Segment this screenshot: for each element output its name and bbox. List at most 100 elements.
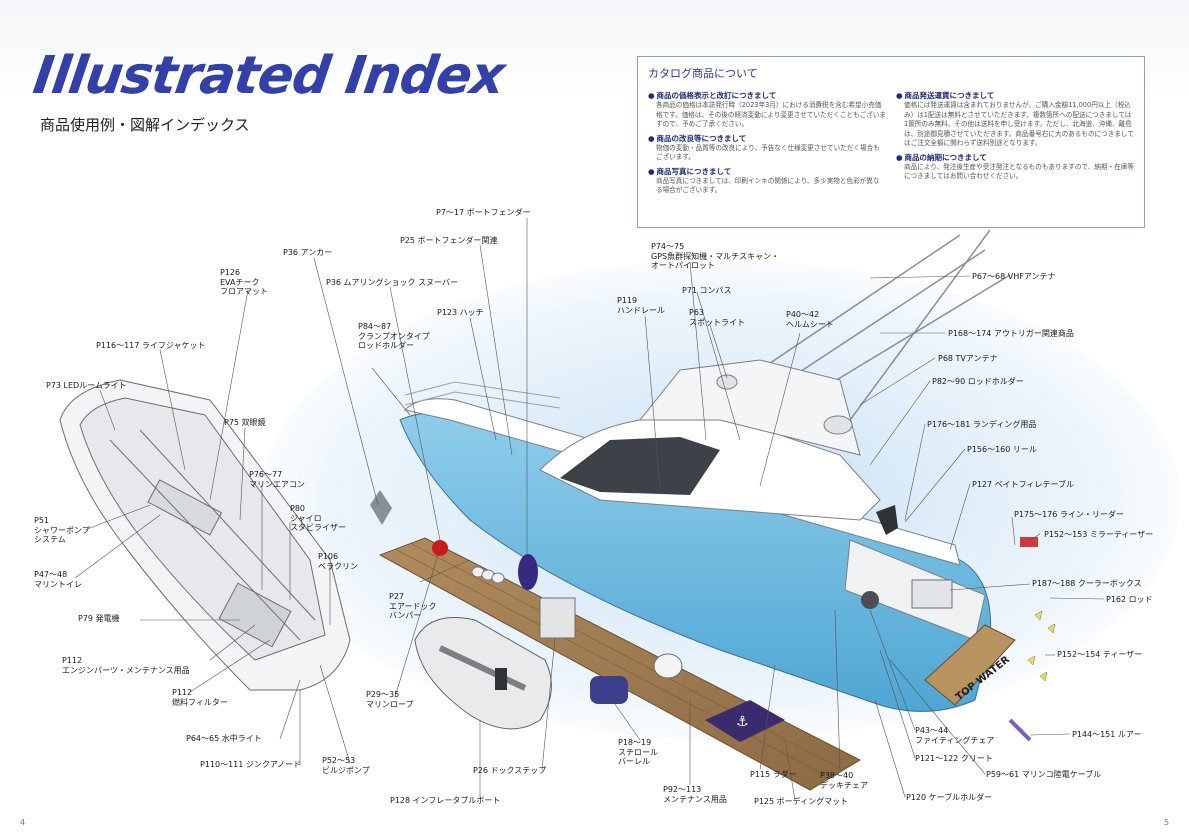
callout-text: シャワーポンプ — [34, 525, 90, 535]
callout-compass[interactable]: P71 コンパス — [682, 286, 732, 296]
callout-vhf-antenna[interactable]: P67〜68 VHFアンテナ — [972, 272, 1056, 282]
callout-mooring-snubber[interactable]: P36 ムアリングショック スヌーバー — [326, 278, 458, 288]
info-title: カタログ商品について — [648, 67, 758, 80]
callout-anchor[interactable]: P36 アンカー — [283, 248, 332, 258]
callout-reel[interactable]: P156〜160 リール — [967, 445, 1037, 455]
info-heading: 商品の改良等につきまして — [648, 133, 886, 144]
callout-tv-antenna[interactable]: P68 TVアンテナ — [938, 354, 998, 364]
mirror-teaser — [1020, 537, 1038, 547]
callout-landing-gear[interactable]: P176〜181 ランディング用品 — [927, 420, 1036, 430]
info-text: 商品により、発注後生産や受注発注となるものもありますので、納期・在庫等につきまし… — [904, 162, 1134, 181]
callout-text: P152〜154 ティーザー — [1057, 650, 1143, 659]
callout-text: ジャイロ — [290, 513, 322, 523]
callout-text: P120 ケーブルホルダー — [906, 793, 993, 802]
callout-text: マリンロープ — [366, 699, 414, 709]
callout-text: P156〜160 リール — [967, 445, 1037, 454]
bucket — [653, 653, 683, 679]
info-heading: 商品の納期につきまして — [896, 152, 1134, 163]
callout-outrigger[interactable]: P168〜174 アウトリガー関連商品 — [948, 329, 1074, 339]
callout-binoculars[interactable]: P75 双眼鏡 — [224, 418, 266, 428]
boarding-mat — [705, 700, 785, 742]
page-number-left: 4 — [20, 818, 26, 827]
callout-ladder[interactable]: P115 ラダー — [750, 770, 797, 780]
callout-cooler-box[interactable]: P187〜188 クーラーボックス — [1032, 579, 1142, 589]
callout-text: P43〜44 — [915, 726, 949, 735]
callout-text: EVAチーク — [220, 277, 260, 287]
callout-generator[interactable]: P79 発電機 — [78, 614, 120, 624]
dock-bumpers — [471, 566, 505, 584]
callout-cable-holder[interactable]: P120 ケーブルホルダー — [906, 793, 992, 803]
catalog-info-box: カタログ商品について 商品の価格表示と改訂につきまして 各商品の価格は本誌発行時… — [637, 56, 1145, 228]
info-col-left: 商品の価格表示と改訂につきまして 各商品の価格は本誌発行時（2023年3月）にお… — [648, 87, 886, 198]
callout-text: P112 — [172, 688, 193, 697]
callout-text: P168〜174 アウトリガー関連商品 — [948, 329, 1074, 338]
callout-led-room-light[interactable]: P73 LEDルームライト — [46, 381, 127, 391]
callout-text: P59〜61 マリンコ陸電ケーブル — [986, 770, 1102, 779]
info-heading: 商品の価格表示と改訂につきまして — [648, 90, 886, 101]
callout-dock-step[interactable]: P26 ドックステップ — [473, 766, 546, 776]
callout-boarding-mat[interactable]: P125 ボーディングマット — [754, 797, 848, 807]
callout-rod-holder[interactable]: P82〜90 ロッドホルダー — [932, 377, 1024, 387]
callout-lure[interactable]: P144〜151 ルアー — [1072, 730, 1141, 740]
callout-text: スチロール — [618, 747, 658, 757]
callout-text: P187〜188 クーラーボックス — [1032, 579, 1142, 588]
callout-fender-accessories[interactable]: P25 ボートフェンダー関連 — [400, 236, 498, 246]
callout-text: バーレル — [618, 757, 650, 767]
callout-text: 燃料フィルター — [172, 697, 228, 707]
callout-text: P79 発電機 — [78, 614, 120, 623]
callout-text: P36 アンカー — [283, 248, 333, 257]
outboard-motor — [495, 668, 507, 690]
callout-text: P82〜90 ロッドホルダー — [932, 377, 1024, 386]
callout-life-jacket[interactable]: P116〜117 ライフジャケット — [96, 341, 206, 351]
callout-text: P68 TVアンテナ — [938, 354, 998, 363]
info-text: 価格には発送運賃は含まれておりませんが、ご購入金額11,000円以上（税込み）は… — [904, 101, 1134, 148]
fender — [518, 554, 538, 590]
callout-text: P36 ムアリングショック スヌーバー — [326, 278, 459, 287]
callout-text: P64〜65 水中ライト — [186, 734, 262, 743]
callout-zinc-anode[interactable]: P110〜111 ジンクアノード — [200, 760, 301, 770]
callout-text: P128 インフレータブルボート — [390, 796, 501, 805]
info-heading: 商品発送運賃につきまして — [896, 90, 1134, 101]
callout-text: バンパー — [389, 611, 422, 621]
callout-mirror-teaser[interactable]: P152〜153 ミラーティーザー — [1044, 530, 1153, 540]
callout-boat-fender[interactable]: P7〜17 ボートフェンダー — [436, 208, 531, 218]
callout-text: P29〜35 — [366, 690, 400, 699]
callout-bait-table[interactable]: P127 ベイトフィレテーブル — [972, 480, 1074, 490]
cooler-box — [911, 579, 953, 609]
callout-text: オートパイロット — [651, 261, 715, 271]
callout-line-leader[interactable]: P175〜176 ライン・リーダー — [1014, 510, 1124, 520]
callout-inflatable-boat[interactable]: P128 インフレータブルボート — [390, 796, 500, 806]
callout-shore-power-cable[interactable]: P59〜61 マリンコ陸電ケーブル — [986, 770, 1101, 780]
callout-text: P152〜153 ミラーティーザー — [1044, 530, 1154, 539]
callout-text: P112 — [62, 656, 83, 665]
callout-cleat[interactable]: P121〜122 クリート — [915, 754, 993, 764]
rails — [404, 381, 561, 409]
callout-text: P76〜77 — [249, 470, 283, 479]
callout-teaser[interactable]: P152〜154 ティーザー — [1057, 650, 1142, 660]
callout-rod[interactable]: P162 ロッド — [1106, 595, 1153, 605]
stern-teak — [924, 624, 1016, 706]
callout-hatch[interactable]: P123 ハッチ — [437, 308, 484, 318]
callout-text: P110〜111 ジンクアノード — [200, 760, 302, 769]
callout-underwater-light[interactable]: P64〜65 水中ライト — [186, 734, 262, 744]
